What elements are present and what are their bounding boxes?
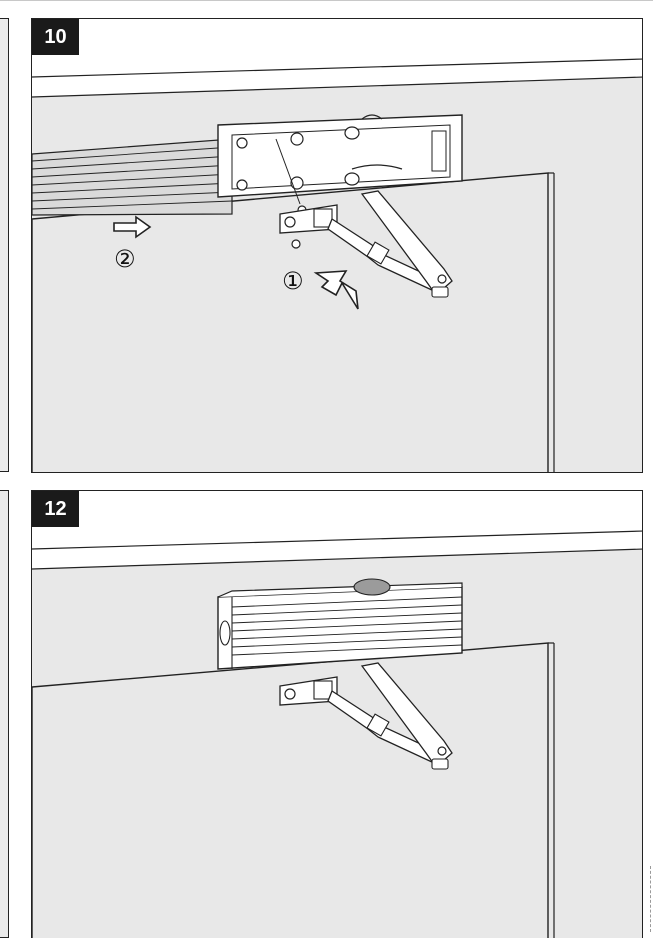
- screw-icon: [284, 688, 296, 700]
- step-12-illustration: [32, 530, 642, 938]
- screw-icon: [290, 176, 304, 190]
- ceiling-line: [32, 76, 642, 98]
- screw-icon: [236, 137, 248, 149]
- top-divider: [0, 0, 653, 1]
- screw-icon: [291, 239, 301, 249]
- screw-icon: [284, 216, 296, 228]
- step-number-badge: 12: [32, 491, 79, 527]
- closer-body-assembled: [217, 578, 463, 670]
- ceiling-line: [32, 58, 642, 78]
- ceiling-line: [32, 548, 642, 570]
- previous-panel-edge-bottom: [0, 490, 9, 938]
- screw-icon: [344, 126, 360, 140]
- step-10-illustration: [32, 58, 642, 472]
- callout-step-1: ①: [282, 267, 304, 295]
- arrow-right-icon: [113, 215, 152, 239]
- step-panel-10: 10: [31, 18, 643, 473]
- closer-arm: [327, 662, 453, 770]
- arm-shoe-bracket: [279, 204, 338, 249]
- screw-icon: [290, 132, 304, 146]
- screw-icon: [236, 179, 248, 191]
- adjustment-cap-icon: [353, 578, 391, 596]
- closer-arm: [327, 190, 453, 298]
- ceiling-line: [32, 530, 642, 550]
- arm-shoe-bracket: [279, 676, 338, 706]
- step-number-badge: 10: [32, 19, 79, 55]
- step-panel-12: 12: [31, 490, 643, 938]
- screw-icon: [344, 172, 360, 186]
- mounting-plate: [217, 114, 463, 215]
- cut-line: [650, 866, 652, 932]
- closer-body-sliding: [32, 138, 233, 216]
- arrow-up-left-icon: [313, 270, 359, 310]
- previous-panel-edge-top: [0, 18, 9, 472]
- callout-step-2: ②: [114, 245, 136, 273]
